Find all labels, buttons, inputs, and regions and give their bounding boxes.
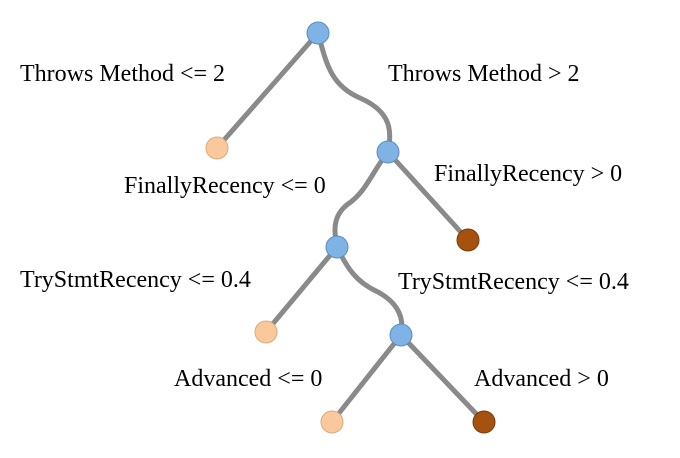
edges-layer <box>214 30 487 425</box>
leaf-node-leaf-3 <box>254 320 278 344</box>
edge-label-throws-method-le-2: Throws Method <= 2 <box>20 61 226 87</box>
edge-split-4-to-leaf-4 <box>329 332 404 425</box>
edge-split-2-to-leaf-2 <box>385 149 471 243</box>
leaf-node-leaf-5 <box>472 410 496 434</box>
split-node-root <box>306 21 330 45</box>
edge-root-to-leaf-1 <box>214 30 321 151</box>
edge-split-3-to-split-4 <box>334 244 405 338</box>
edge-root-to-split-2 <box>315 30 393 155</box>
leaf-node-leaf-1 <box>205 136 229 160</box>
edge-split-2-to-split-3 <box>332 149 391 250</box>
edge-label-advanced-le-0: Advanced <= 0 <box>174 366 323 392</box>
edge-label-finally-recency-le-0: FinallyRecency <= 0 <box>124 173 326 199</box>
edge-label-finally-recency-gt-0: FinallyRecency > 0 <box>434 161 623 187</box>
edge-split-3-to-leaf-3 <box>263 244 340 335</box>
split-node-split-3 <box>325 235 349 259</box>
edge-split-4-to-leaf-5 <box>398 332 487 425</box>
leaf-node-leaf-4 <box>320 410 344 434</box>
split-node-split-2 <box>376 140 400 164</box>
edge-label-trystmt-recency-left: TryStmtRecency <= 0.4 <box>20 267 251 293</box>
edge-label-advanced-gt-0: Advanced > 0 <box>474 366 609 392</box>
split-node-split-4 <box>389 323 413 347</box>
leaf-node-leaf-2 <box>456 228 480 252</box>
edge-label-trystmt-recency-right: TryStmtRecency <= 0.4 <box>398 269 629 295</box>
nodes-layer <box>205 21 496 434</box>
edge-label-throws-method-gt-2: Throws Method > 2 <box>388 61 580 87</box>
